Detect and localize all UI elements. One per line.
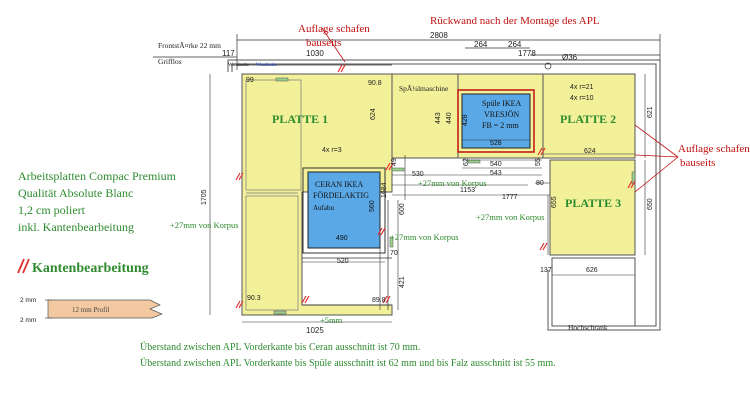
info-line-2: Qualität Absolute Blanc [18,186,133,200]
radius-r3: 4x r=3 [322,147,342,154]
ceran-text-1: CERAN IKEA [315,180,363,189]
plate-1-cabinet-lines [245,79,302,311]
dim-99: 99 [246,77,254,84]
dim-1705: 1705 [201,189,208,205]
ceran-text-3: Aufabu [313,204,334,212]
profile-label: 12 mm Profil [72,306,109,314]
dim-560: 560 [369,200,376,212]
korpus-label-5: +5mm [320,315,343,325]
dim-70: 70 [390,250,398,257]
dim-490: 490 [336,235,348,242]
edge-processing-marks [235,64,636,309]
dim-90-3: 90.3 [247,295,261,302]
sink-cutout-frame [457,89,535,153]
radius-r10: 4x r=10 [570,95,594,102]
top-dimension-lines [153,34,661,70]
edge-profile-sample [45,299,163,319]
sink-text-2: VRESJÖN [484,110,519,119]
auflage-top-line2: bauseits [306,37,341,49]
auflage-top-line1: Auflage schafen [298,23,370,35]
kanten-heading: Kantenbearbeitung [32,261,149,276]
dim-1030: 1030 [306,49,324,58]
info-line-3: 1,2 cm poliert [18,203,86,217]
korpus-label-1: +27mm von Korpus [170,220,239,230]
dim-264-a: 264 [474,40,488,49]
korpus-label-4: +27mm von Korpus [476,212,545,222]
dim-89-8: 89.8 [372,297,386,304]
wandseite-label-2: Wandseite [256,63,277,68]
note-line-1: Überstand zwischen APL Vorderkante bis C… [140,341,420,353]
dim-626: 626 [586,267,598,274]
dim-1778: 1778 [518,49,536,58]
note-line-2: Überstand zwischen APL Vorderkante bis S… [140,357,556,369]
korpus-label-3: +27mm von Korpus [390,232,459,242]
annotation-pointers [321,27,679,193]
tap-hole-icon [544,62,552,70]
sink-cutout [461,93,531,149]
kanten-mark-icon [17,258,30,274]
plate-2-slab [542,73,636,159]
front-markers [302,200,392,310]
dim-117: 117 [222,49,235,58]
ceran-text-2: FÖRDELAKTIG [313,191,369,200]
dim-62: 62 [463,158,470,166]
info-line-4: inkl. Kantenbearbeitung [18,220,134,234]
dim-621: 621 [647,106,654,118]
dim-264-b: 264 [508,40,522,49]
ceran-cutout-frame [302,167,386,254]
dim-49: 49 [391,158,398,166]
radius-r21: 4x r=21 [570,84,594,91]
dim-655: 655 [551,196,558,208]
info-line-1: Arbeitsplatten Compac Premium [18,169,177,183]
dim-1777: 1777 [502,194,518,201]
dim-90-8: 90.8 [368,80,382,87]
dim-1684: 1684 [381,182,388,198]
griffloss-label: Grifflos [158,57,182,66]
dim-600: 600 [399,203,406,215]
auflage-right-line1: Auflage schafen [678,143,750,155]
sink-text-1: Spüle IKEA [482,99,522,108]
rueckwand-note: Rückwand nach der Montage des APL [430,15,600,27]
sink-text-3: FB = 2 mm [482,121,520,130]
plate-2-label: PLATTE 2 [560,112,616,126]
dim-440: 440 [446,112,453,124]
dim-36: Ø36 [562,53,578,62]
dimension-lines [209,74,646,323]
dim-530: 530 [412,171,424,178]
dim-520: 520 [337,258,349,265]
dim-428: 428 [462,114,469,126]
dim-624-a: 624 [370,108,377,120]
dim-650: 650 [647,198,654,210]
dim-55: 55 [535,158,542,166]
dim-421: 421 [399,276,406,288]
auflage-right-line2: bauseits [680,157,715,169]
dim-80: 80 [536,180,544,187]
dim-528: 528 [490,140,502,147]
dim-1153: 1153 [460,187,475,194]
wandseite-label-1: Wandseite [228,63,249,68]
ceran-cutout [307,171,381,249]
tall-cabinet [551,257,636,327]
plate-1-label: PLATTE 1 [272,112,328,126]
dim-137: 137 [540,267,552,274]
profile-mm-bottom: 2 mm [20,317,36,324]
dim-1025: 1025 [306,326,324,335]
dim-2808: 2808 [430,31,448,40]
hochschrank-label: Hochschrank [568,323,608,332]
plate-3-slab [549,159,636,256]
spuelmaschine-label: SpÃ¼lmaschine [399,83,449,93]
korpus-label-2: +27mm von Korpus [418,178,487,188]
frontstaerke-label: FrontstÃ¤rke 22 mm [158,40,221,50]
plate-3-label: PLATTE 3 [565,196,621,210]
dim-540: 540 [490,161,502,168]
dim-624-b: 624 [584,148,596,155]
dim-543: 543 [490,170,502,177]
profile-mm-top: 2 mm [20,297,36,304]
dim-443: 443 [435,112,442,124]
